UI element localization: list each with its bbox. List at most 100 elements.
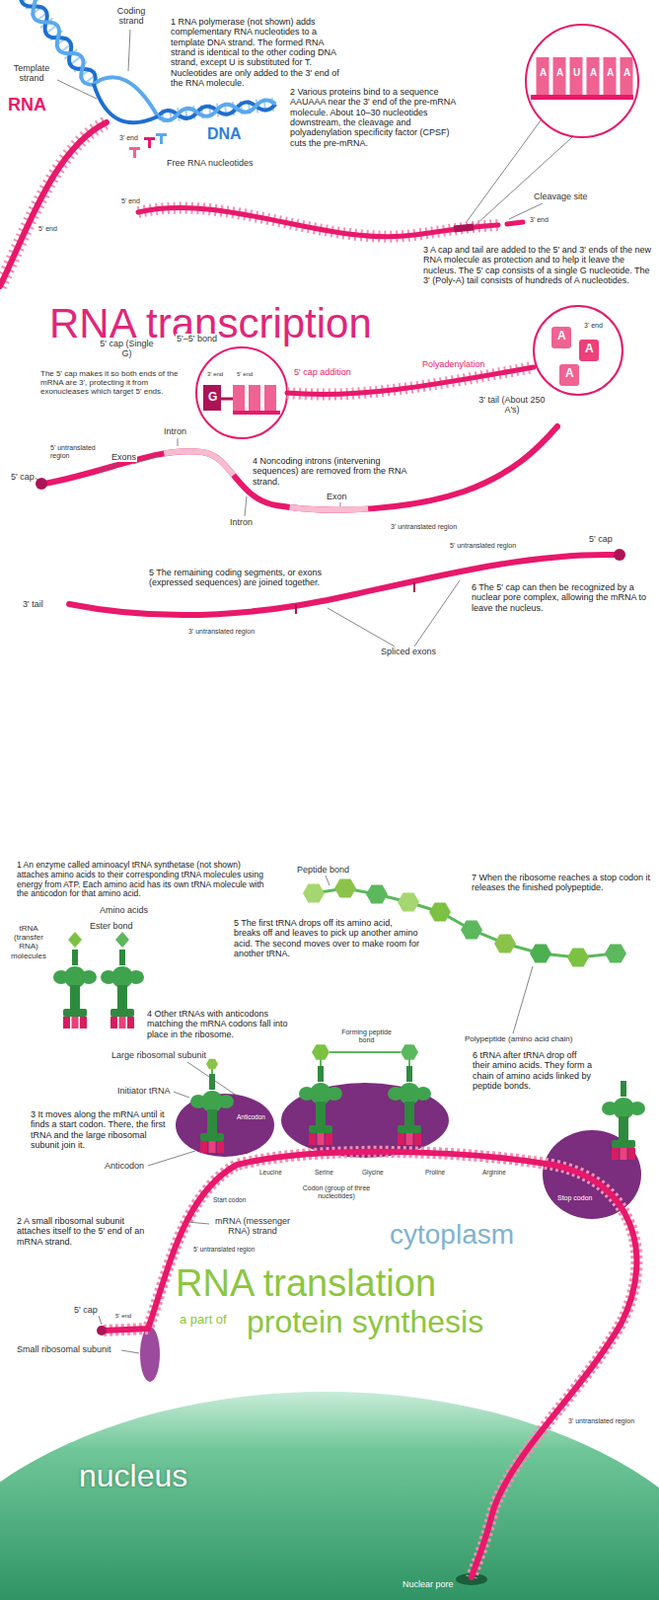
part-label: Exon <box>325 491 349 502</box>
base-letter: A <box>623 67 631 79</box>
step-text: 4 Noncoding introns (intervening sequenc… <box>251 455 427 487</box>
leader-line <box>340 502 342 507</box>
cap-circle <box>232 384 245 413</box>
trna-molecule <box>387 1065 432 1145</box>
leader-line <box>55 78 97 99</box>
step-text: 3 A cap and tail are added to the 5' and… <box>422 244 654 286</box>
leader-line <box>177 438 179 446</box>
note-text: The 5' cap makes it so both ends of the … <box>39 368 190 397</box>
base-letter: A <box>565 366 575 381</box>
step-text: 5 The first tRNA drops off its amino aci… <box>232 917 423 958</box>
part-label: Spliced exons <box>379 646 438 657</box>
trna-molecule <box>100 949 145 1028</box>
section-subtitle: a part of <box>179 1312 227 1327</box>
section-title: protein synthesis <box>246 1304 484 1339</box>
pre-mrna-strand <box>453 226 474 229</box>
pre-mrna-strand <box>507 221 523 224</box>
part-label: 3' tail <box>21 598 45 609</box>
rna-strand <box>0 122 107 287</box>
end-label: 3' end <box>528 216 550 224</box>
strand-label: Template strand <box>5 63 58 84</box>
rna-strand <box>0 122 107 287</box>
trna-molecule <box>53 949 97 1028</box>
mrna-strand <box>287 366 534 395</box>
region-label: 3' untranslated region <box>567 1416 636 1425</box>
base-letter: U <box>573 67 581 79</box>
polypeptide-chain <box>494 934 516 953</box>
base-letter: A <box>556 67 564 79</box>
part-label: Stop codon <box>557 1193 592 1202</box>
part-label: Start codon <box>212 1195 247 1203</box>
free-nucleotides <box>144 137 155 141</box>
pre-mrna-strand <box>138 208 523 237</box>
leader-line <box>121 1349 140 1353</box>
step-text: 3 It moves along the mRNA until it finds… <box>29 1108 170 1150</box>
cap-circle <box>196 347 288 439</box>
part-label: Amino acids <box>98 904 149 915</box>
magnifier-circle <box>536 57 550 95</box>
part-label: Exons <box>110 451 138 462</box>
part-label: Anticodon <box>103 1160 146 1171</box>
part-label: 5'–5' bond <box>175 333 219 344</box>
amino-acid <box>311 1043 330 1060</box>
end-label: 5' end <box>114 1312 133 1319</box>
end-label: 5' end <box>120 197 142 206</box>
leader-line <box>512 965 533 1033</box>
leader-line <box>325 875 330 885</box>
leader-line <box>173 1091 190 1098</box>
mrna-strand <box>287 366 534 395</box>
leader-line <box>465 120 541 223</box>
part-label: tRNA (transfer RNA) molecules <box>3 923 54 960</box>
dna-helix <box>3 0 100 89</box>
magnifier-circle <box>620 57 634 95</box>
dna-helix <box>156 98 276 121</box>
amino-acid <box>115 931 130 948</box>
tail-circle <box>551 326 572 349</box>
tail-circle <box>579 339 599 362</box>
magnifier-circle <box>525 24 639 138</box>
part-label: Nuclear pore <box>402 1578 454 1589</box>
mrna-strand <box>287 366 534 395</box>
amino-acid-name: Arginine <box>481 1168 508 1175</box>
polypeptide-chain <box>604 944 627 963</box>
part-label: Initiator tRNA <box>116 1085 172 1096</box>
polypeptide-chain <box>334 878 357 898</box>
magnifier-circle <box>530 94 634 100</box>
part-label: Forming peptide bond <box>338 1027 395 1044</box>
part-label: 5' cap <box>587 533 614 544</box>
leader-line <box>147 1150 196 1166</box>
leader-line <box>187 1061 237 1096</box>
ribosome <box>140 1325 160 1382</box>
part-label: Small ribosomal subunit <box>15 1343 113 1354</box>
cap-circle <box>264 384 277 413</box>
leader-line <box>414 580 460 647</box>
mrna-strand <box>96 1151 637 1577</box>
amino-acid <box>212 1051 410 1074</box>
magnifier-circle <box>603 57 617 95</box>
part-label: Ester bond <box>88 920 135 931</box>
part-label: mRNA (messenger RNA) strand <box>212 1215 293 1237</box>
trna-molecule <box>190 1073 234 1153</box>
base-letter: A <box>585 342 594 357</box>
leader-line <box>98 1315 102 1324</box>
magnifier-circle <box>570 57 584 95</box>
base-letter: A <box>539 67 547 79</box>
dna-helix <box>156 96 277 123</box>
nucleus <box>0 1391 659 1600</box>
leader-line <box>244 496 247 516</box>
leader-line <box>98 463 119 472</box>
dna-helix <box>156 98 276 121</box>
cap-circle <box>196 347 288 439</box>
spliced-strand <box>613 548 626 561</box>
part-label: Intron <box>228 516 254 527</box>
leader-line <box>327 607 395 647</box>
magnifier-circle <box>525 24 639 138</box>
base-letter: A <box>589 67 597 79</box>
polypeptide-chain <box>302 883 325 903</box>
cap-circle <box>203 384 221 411</box>
tail-circle <box>533 305 623 395</box>
strand-label: Coding strand <box>106 5 156 27</box>
intron-strand <box>44 426 558 511</box>
region-label: 5' untranslated region <box>192 1244 256 1252</box>
